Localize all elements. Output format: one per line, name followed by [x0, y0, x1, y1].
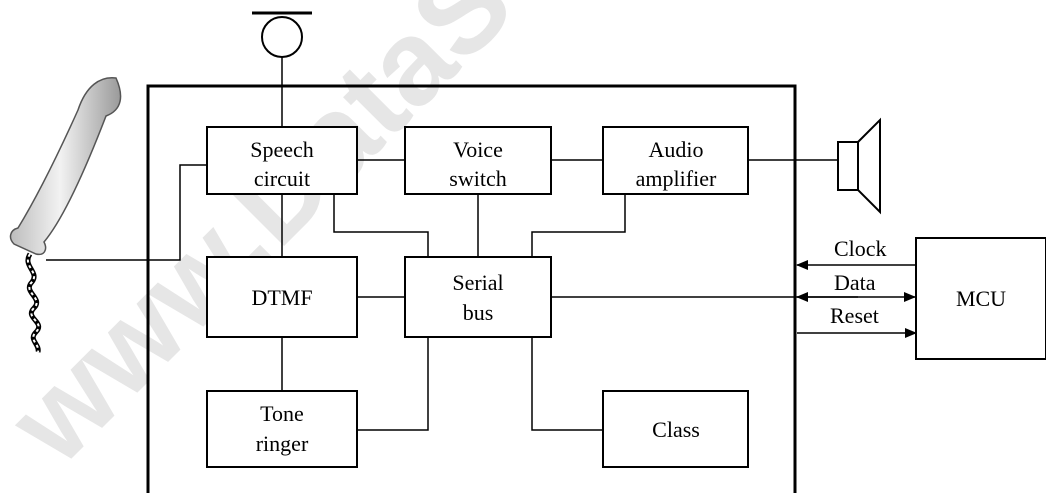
mcu-signals — [796, 260, 917, 338]
speech-label-2: circuit — [254, 166, 310, 191]
class-label: Class — [652, 417, 700, 442]
clock-label: Clock — [834, 236, 887, 261]
handset-icon — [9, 77, 122, 353]
data-label: Data — [834, 270, 876, 295]
serial-label-1: Serial — [452, 270, 503, 295]
block-speech-circuit: Speech circuit — [206, 126, 358, 195]
block-class: Class — [602, 390, 749, 468]
speech-label-1: Speech — [250, 137, 314, 162]
chip-outline — [146, 84, 797, 493]
voice-label-2: switch — [449, 166, 506, 191]
mcu-label: MCU — [956, 286, 1006, 311]
audio-label-2: amplifier — [636, 166, 717, 191]
connections — [46, 57, 916, 431]
voice-label-1: Voice — [453, 137, 503, 162]
data-arrowhead-right — [904, 292, 916, 302]
serial-label-2: bus — [463, 300, 494, 325]
block-voice-switch: Voice switch — [404, 126, 552, 195]
reset-label: Reset — [830, 303, 879, 328]
microphone-icon — [252, 11, 312, 58]
block-mcu: MCU — [915, 237, 1046, 360]
audio-label-1: Audio — [649, 137, 704, 162]
speaker-icon — [837, 117, 881, 215]
block-serial-bus: Serial bus — [404, 256, 552, 338]
block-tone-ringer: Tone ringer — [206, 390, 358, 468]
tone-label-2: ringer — [256, 431, 309, 456]
block-dtmf: DTMF — [206, 256, 358, 338]
tone-label-1: Tone — [260, 401, 304, 426]
block-audio-amplifier: Audio amplifier — [602, 126, 749, 195]
dtmf-label: DTMF — [251, 285, 312, 310]
